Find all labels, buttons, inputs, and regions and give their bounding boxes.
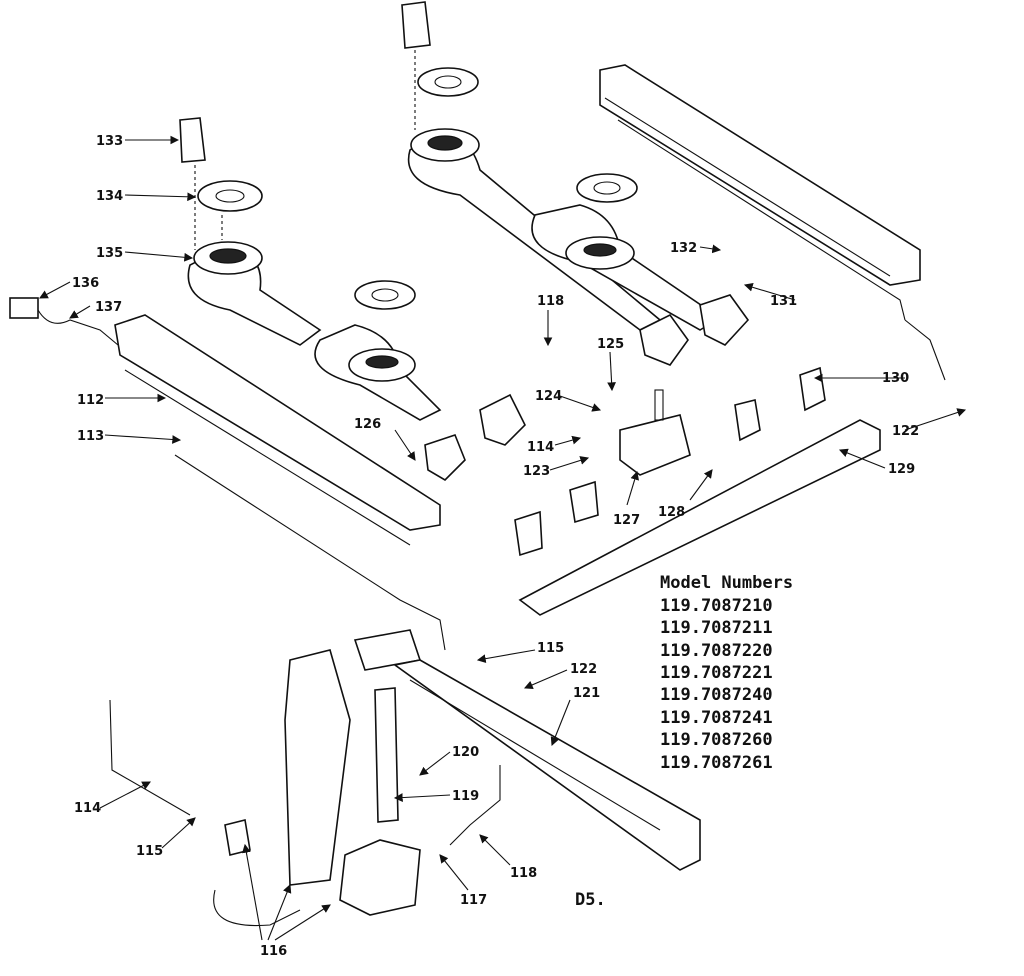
label-136: 136 xyxy=(72,276,99,291)
label-137: 137 xyxy=(95,300,122,315)
model-number: 119.7087261 xyxy=(660,753,773,773)
label-130: 130 xyxy=(882,371,909,386)
label-119: 119 xyxy=(452,789,479,804)
label-122-upper: 122 xyxy=(892,424,919,439)
model-number: 119.7087260 xyxy=(660,730,773,750)
model-number: 119.7087220 xyxy=(660,641,773,661)
model-numbers-heading: Model Numbers xyxy=(660,573,793,593)
label-134: 134 xyxy=(96,189,123,204)
label-125: 125 xyxy=(597,337,624,352)
left-front-burner xyxy=(314,280,442,421)
label-128: 128 xyxy=(658,505,685,520)
left-front-rail xyxy=(114,314,446,651)
right-rear-rail xyxy=(599,64,946,381)
broiler-assembly xyxy=(109,629,701,927)
label-135: 135 xyxy=(96,246,123,261)
label-118-lower: 118 xyxy=(510,866,537,881)
manifold-pipe xyxy=(518,419,881,616)
model-number: 119.7087211 xyxy=(660,618,773,638)
label-133: 133 xyxy=(96,134,123,149)
label-118-upper: 118 xyxy=(537,294,564,309)
label-123: 123 xyxy=(523,464,550,479)
label-113: 113 xyxy=(77,429,104,444)
label-115-lower: 115 xyxy=(136,844,163,859)
right-front-burner xyxy=(531,173,722,331)
label-121: 121 xyxy=(573,686,600,701)
label-124: 124 xyxy=(535,389,562,404)
label-122-lower: 122 xyxy=(570,662,597,677)
label-131: 131 xyxy=(770,294,797,309)
label-117: 117 xyxy=(460,893,487,908)
label-115-upper: 115 xyxy=(537,641,564,656)
model-number: 119.7087210 xyxy=(660,596,773,616)
label-129: 129 xyxy=(888,462,915,477)
label-126: 126 xyxy=(354,417,381,432)
label-116: 116 xyxy=(260,944,287,959)
label-114: 114 xyxy=(527,440,554,455)
label-114-lower: 114 xyxy=(74,801,101,816)
label-127: 127 xyxy=(613,513,640,528)
model-number: 119.7087221 xyxy=(660,663,773,683)
callout-labels: 133 134 135 136 137 112 113 126 118 125 … xyxy=(72,134,919,959)
model-numbers-block: Model Numbers 119.7087210 119.7087211 11… xyxy=(660,573,793,773)
leader-lines xyxy=(39,135,967,941)
label-132: 132 xyxy=(670,241,697,256)
label-112: 112 xyxy=(77,393,104,408)
model-number: 119.7087241 xyxy=(660,708,773,728)
model-number: 119.7087240 xyxy=(660,685,773,705)
igniter-assembly xyxy=(9,297,119,346)
page-code: D5. xyxy=(575,890,606,910)
thermostat-valve xyxy=(619,389,691,476)
burner-valves xyxy=(424,294,826,557)
left-rear-burner xyxy=(179,117,322,346)
label-120: 120 xyxy=(452,745,479,760)
